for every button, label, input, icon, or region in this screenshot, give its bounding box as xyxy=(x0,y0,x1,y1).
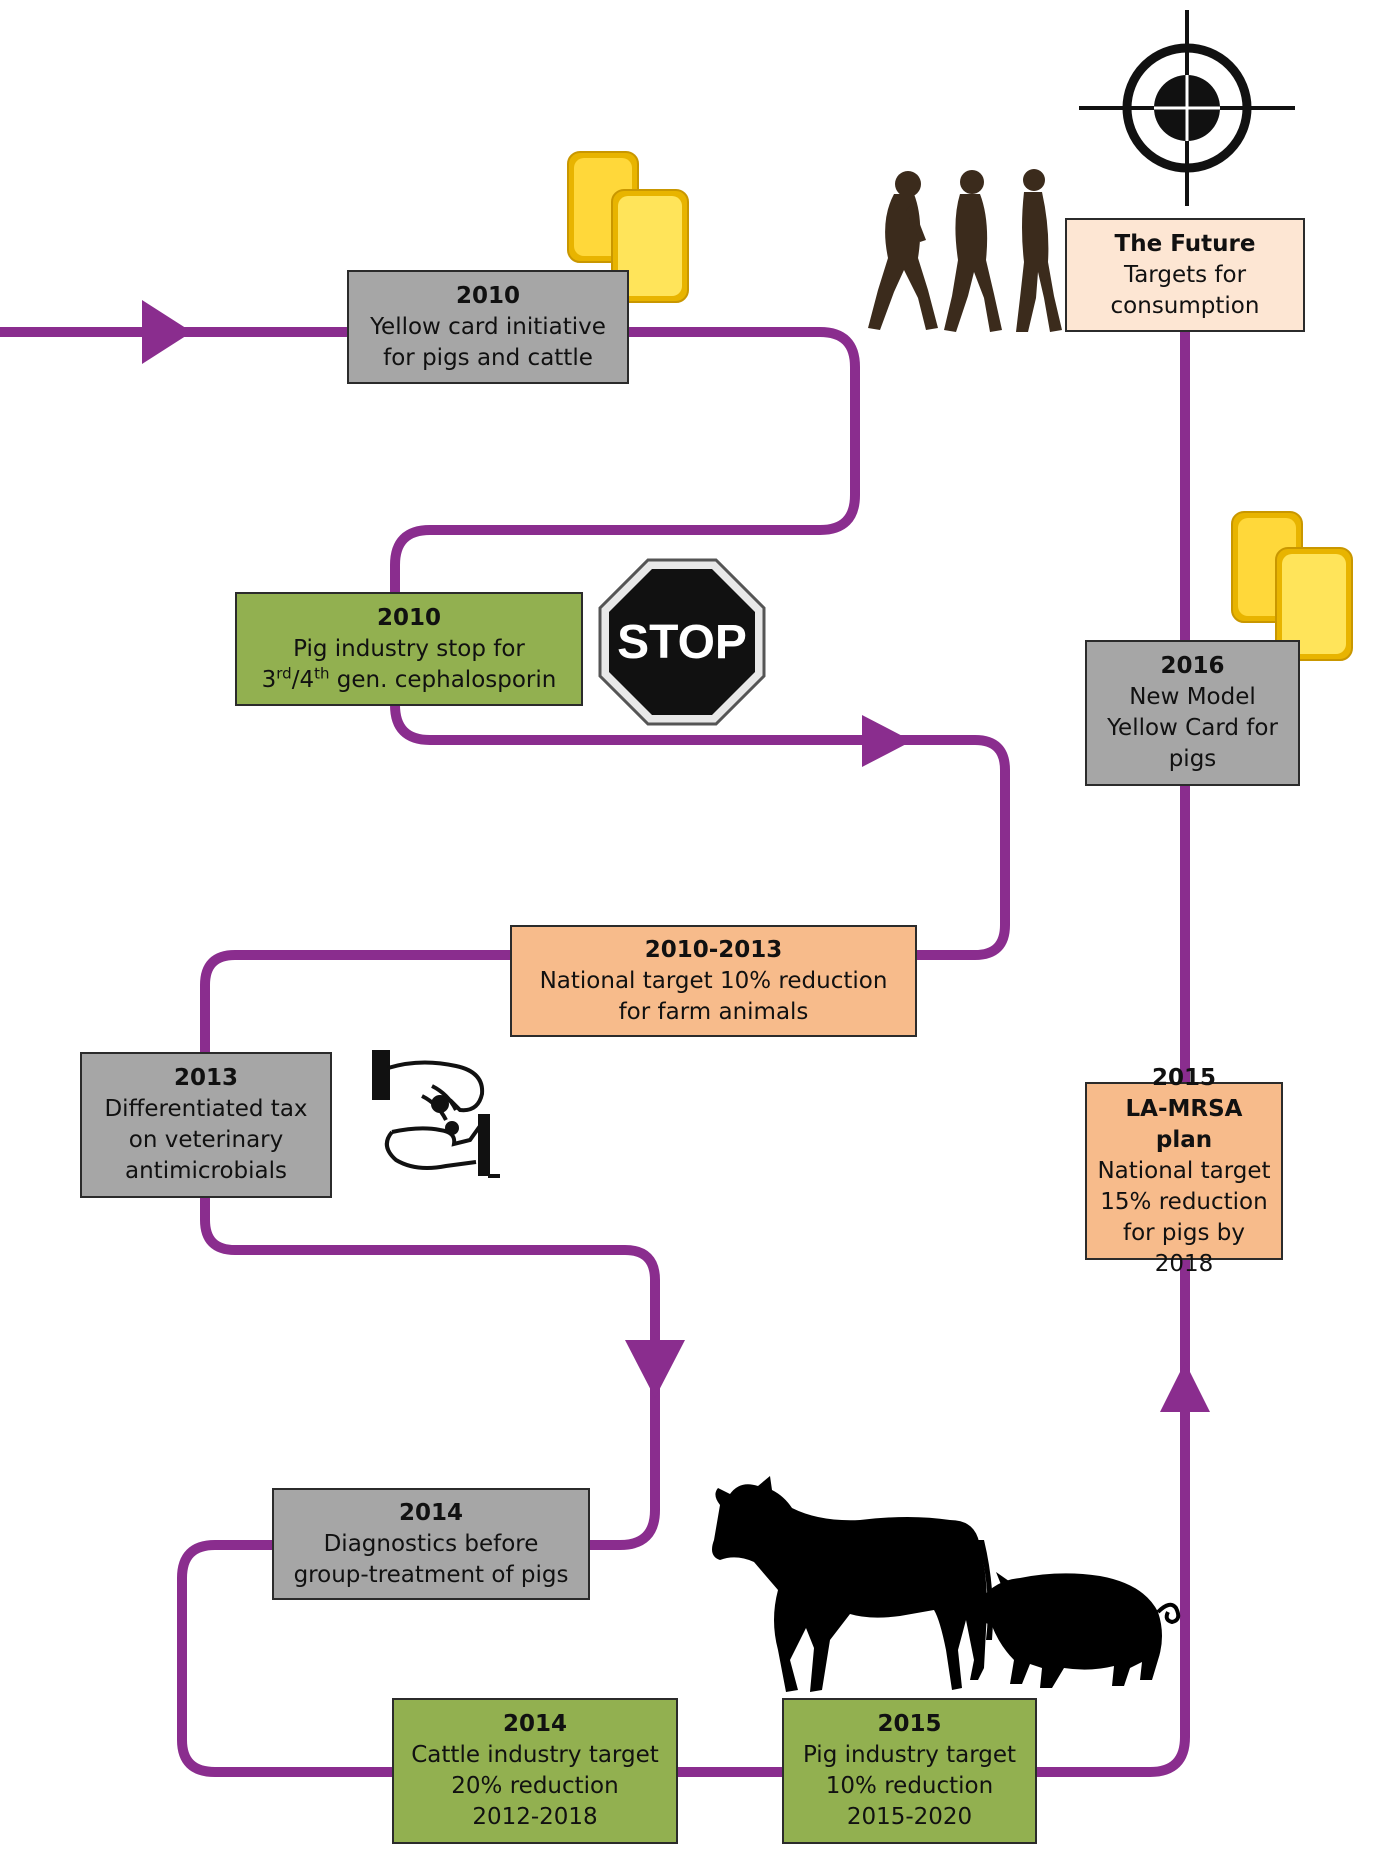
milestone-year: 2014 xyxy=(398,1499,463,1526)
milestone-year: 2013 xyxy=(173,1065,238,1091)
arrow-right-2 xyxy=(862,715,912,767)
stop-sign-icon: STOP xyxy=(598,558,766,726)
arrow-right-1 xyxy=(142,300,192,364)
milestone-pig-stop-2010: 2010 Pig industry stop for 3rd/4th gen. … xyxy=(235,592,583,706)
milestone-text: Targets for xyxy=(1123,261,1247,288)
milestone-year: 2015 xyxy=(1151,1064,1216,1091)
milestone-text: 3rd/4th gen. cephalosporin xyxy=(261,663,557,693)
milestone-text: for farm animals xyxy=(618,998,809,1025)
milestone-text: for pigs and cattle xyxy=(383,344,593,371)
milestone-la-mrsa-2015: 2015 LA-MRSA plan National target 15% re… xyxy=(1085,1065,1283,1277)
milestone-subtitle: LA-MRSA plan xyxy=(1125,1095,1243,1153)
milestone-diagnostics-2014: 2014 Diagnostics before group-treatment … xyxy=(272,1488,590,1600)
arrow-down xyxy=(625,1340,685,1398)
pig-icon xyxy=(977,1572,1181,1688)
milestone-national-target-2010-2013: 2010-2013 National target 10% reduction … xyxy=(510,925,917,1037)
milestone-pig-target-2015: 2015 Pig industry target 10% reduction 2… xyxy=(782,1698,1037,1844)
milestone-text: group-treatment of pigs xyxy=(293,1561,569,1588)
yellow-cards-icon xyxy=(567,151,689,303)
stop-sign-text: STOP xyxy=(617,616,747,669)
target-crosshair-icon xyxy=(1079,10,1295,206)
milestone-text: on veterinary xyxy=(128,1127,284,1153)
milestone-year: 2016 xyxy=(1160,653,1225,679)
milestone-year: The Future xyxy=(1114,230,1256,257)
milestone-text: National target 10% reduction xyxy=(539,967,888,994)
milestone-text: Pig industry stop for xyxy=(293,635,525,662)
cow-icon xyxy=(712,1476,993,1692)
milestone-text: Yellow Card for xyxy=(1107,715,1278,741)
milestone-text: for pigs by 2018 xyxy=(1122,1219,1246,1277)
milestone-year: 2015 xyxy=(877,1711,942,1737)
milestone-year: 2010 xyxy=(455,282,520,309)
milestone-future: The Future Targets for consumption xyxy=(1065,218,1305,332)
milestone-text: pigs xyxy=(1168,746,1217,772)
milestone-text: consumption xyxy=(1110,292,1260,319)
milestone-text: Pig industry target xyxy=(802,1742,1017,1768)
milestone-year: 2010 xyxy=(376,604,441,631)
milestone-text: 15% reduction xyxy=(1100,1188,1268,1215)
milestone-text: Diagnostics before xyxy=(323,1530,539,1557)
hands-money-icon xyxy=(372,1050,500,1178)
milestone-text: antimicrobials xyxy=(125,1158,287,1184)
milestone-year: 2010-2013 xyxy=(644,936,783,963)
milestone-text: Cattle industry target xyxy=(411,1742,659,1768)
milestone-yellow-card-2010: 2010 Yellow card initiative for pigs and… xyxy=(347,270,629,384)
milestone-text: National target xyxy=(1097,1157,1271,1184)
milestone-text: 2012-2018 xyxy=(472,1804,598,1830)
milestone-text: Differentiated tax xyxy=(104,1096,308,1122)
milestone-text: New Model xyxy=(1129,684,1256,710)
milestone-text: 2015-2020 xyxy=(846,1804,973,1830)
milestone-tax-2013: 2013 Differentiated tax on veterinary an… xyxy=(80,1052,332,1198)
milestone-year: 2014 xyxy=(502,1711,567,1737)
arrow-up xyxy=(1160,1362,1210,1412)
milestone-text: Yellow card initiative xyxy=(370,313,606,340)
timeline-path xyxy=(0,270,1190,1777)
milestone-text: 20% reduction xyxy=(451,1773,619,1799)
milestone-text: 10% reduction xyxy=(825,1773,994,1799)
milestone-cattle-target-2014: 2014 Cattle industry target 20% reductio… xyxy=(392,1698,678,1844)
human-evolution-icon xyxy=(868,169,1062,332)
yellow-cards-icon xyxy=(1231,511,1353,661)
milestone-yellow-card-2016: 2016 New Model Yellow Card for pigs xyxy=(1085,640,1300,786)
